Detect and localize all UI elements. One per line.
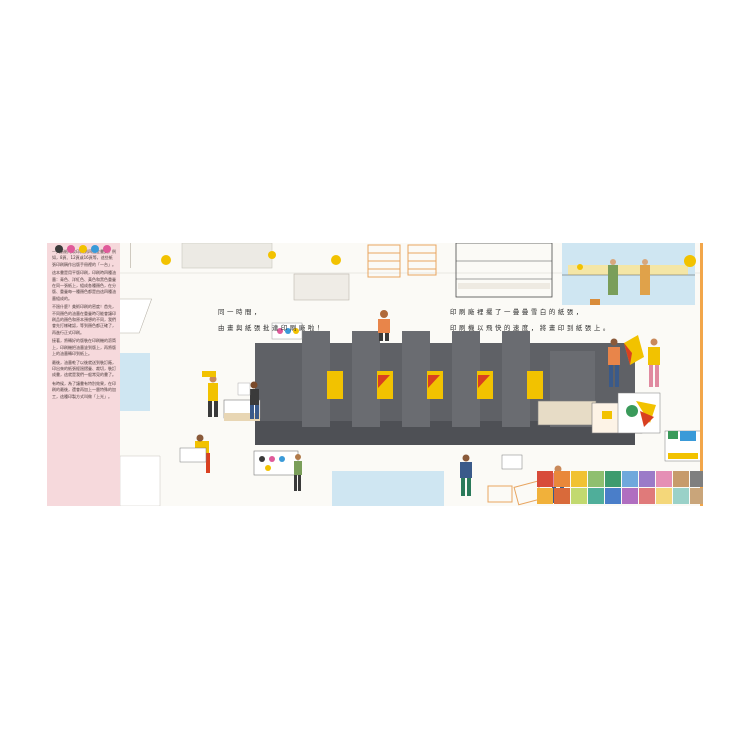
printing-press-machine — [223, 322, 643, 445]
ink-dots-icon — [55, 245, 111, 253]
caption-right-line1: 印刷廠裡擺了一疊疊雪白的紙張， — [450, 308, 585, 316]
caption-right-line2: 印刷機以飛快的速度，將畫印到紙張上。 — [450, 324, 612, 332]
color-swatch — [622, 471, 638, 487]
worker-figure — [608, 338, 620, 387]
color-swatch — [605, 488, 621, 504]
color-swatch — [690, 488, 703, 504]
sidebar-paragraph: 接著，將轉好的版裝在印刷機的滾筒上，印刷機把油墨塗到版上，再將版上的油墨轉印到紙… — [52, 338, 116, 357]
color-swatch — [639, 471, 655, 487]
sidebar-text-panel: 一大張紙可以印兩到四個全書頁，例如，8頁、12頁或16頁等，這些紙張印刷稱作出版… — [47, 243, 120, 506]
color-chart — [537, 471, 703, 504]
worker-figure — [202, 371, 218, 417]
pallet-icon — [367, 244, 437, 278]
sidebar-paragraph: 有時候，為了讓書有特別效果，在印刷的最後，還會再加上一層特殊的加工，這種印製方式… — [52, 380, 116, 399]
color-swatch — [656, 471, 672, 487]
sidebar-paragraph: 不過什麼？美術印刷的密度！首先，不同顏色的油墨在重疊時可能會讓印刷品的顏色和原本… — [52, 304, 116, 335]
color-swatch — [605, 471, 621, 487]
color-swatch — [588, 471, 604, 487]
book-spread-illustration: 一大張紙可以印兩到四個全書頁，例如，8頁、12頁或16頁等，這些紙張印刷稱作出版… — [47, 243, 703, 506]
color-swatch — [622, 488, 638, 504]
worker-figure — [294, 454, 302, 491]
color-swatch — [537, 488, 553, 504]
sidebar-paragraph: 最後，油墨乾了以後就送到裝訂廠，印出來的紙張經過摺疊、裁切，裝訂成書，這就是我們… — [52, 359, 116, 378]
color-swatch — [554, 471, 570, 487]
color-swatch — [656, 488, 672, 504]
color-swatch — [537, 471, 553, 487]
worker-figure — [237, 381, 259, 419]
print-shop-scene: 同一時間， 由畫與紙張批達印刷廠啦！ 印刷廠裡擺了一疊疊雪白的紙張， 印刷機以飛… — [120, 243, 703, 506]
color-swatch — [639, 488, 655, 504]
color-swatch — [554, 488, 570, 504]
worker-figure — [460, 454, 472, 496]
color-swatch — [673, 488, 689, 504]
color-swatch — [571, 488, 587, 504]
worker-figure — [179, 434, 210, 473]
print-shop-drawing — [120, 243, 703, 506]
caption-left-line1: 同一時間， — [218, 308, 263, 316]
color-swatch — [571, 471, 587, 487]
caption-left-line2: 由畫與紙張批達印刷廠啦！ — [218, 324, 326, 332]
sidebar-paragraph: 這本書是用平版印刷，印刷時四種油墨：青色、洋紅色、黃色和黑色重疊在同一張紙上，組… — [52, 270, 116, 301]
worker-figure — [378, 310, 390, 341]
color-swatch — [673, 471, 689, 487]
color-swatch — [588, 488, 604, 504]
worker-figure — [648, 338, 660, 387]
color-swatch — [690, 471, 703, 487]
